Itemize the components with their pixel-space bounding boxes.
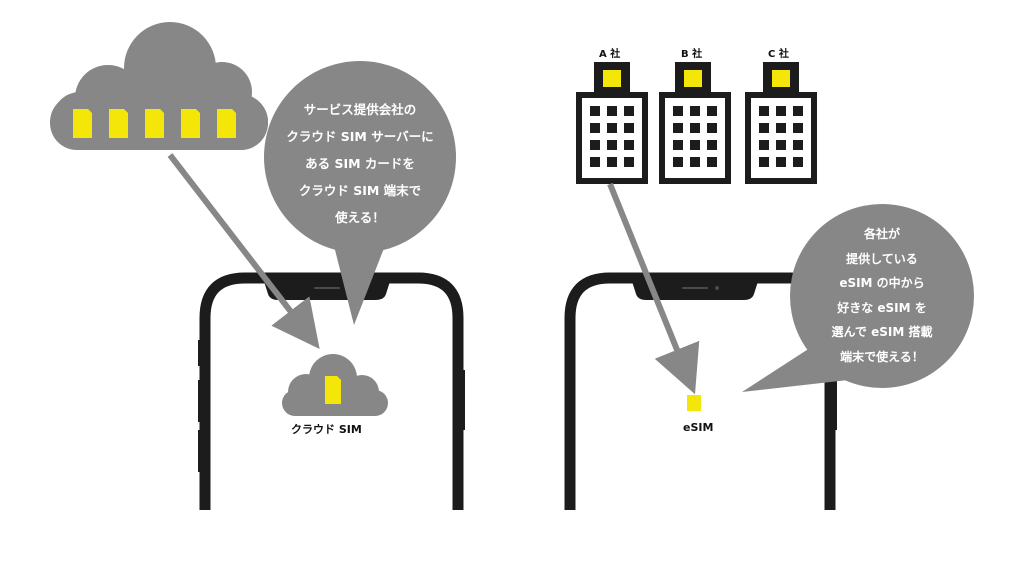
- window: [793, 123, 803, 133]
- window: [607, 123, 617, 133]
- window: [759, 106, 769, 116]
- left-speech-bubble: [264, 61, 456, 325]
- window: [624, 123, 634, 133]
- window: [624, 106, 634, 116]
- window: [673, 106, 683, 116]
- right-speech-bubble: [742, 204, 974, 392]
- window: [590, 157, 600, 167]
- window: [776, 157, 786, 167]
- bubble-line: 端末で使える！: [840, 349, 924, 364]
- sim-card-icon: [109, 109, 128, 138]
- window: [673, 157, 683, 167]
- window: [690, 106, 700, 116]
- company-label-b: B 社: [681, 49, 703, 60]
- bubble-line: クラウド SIM 端末で: [298, 183, 422, 198]
- bubble-line: ある SIM カードを: [305, 156, 415, 171]
- window: [759, 140, 769, 150]
- window: [759, 123, 769, 133]
- window: [793, 106, 803, 116]
- bubble-line: 各社が: [863, 227, 900, 241]
- window: [690, 140, 700, 150]
- bubble-line: 提供している: [846, 251, 918, 266]
- sim-card-icon: [325, 376, 341, 404]
- window: [776, 123, 786, 133]
- sim-card-icon: [145, 109, 164, 138]
- bubble-line: クラウド SIM サーバーに: [286, 129, 434, 144]
- window: [607, 106, 617, 116]
- left-bubble-text: サービス提供会社の クラウド SIM サーバーに ある SIM カードを クラウ…: [275, 96, 445, 231]
- window: [707, 106, 717, 116]
- window: [707, 157, 717, 167]
- right-bubble-text: 各社が 提供している eSIM の中から 好きな eSIM を 選んで eSIM…: [808, 222, 956, 369]
- cloud-sim-cards: [73, 109, 236, 138]
- window: [607, 140, 617, 150]
- window: [707, 140, 717, 150]
- window: [590, 106, 600, 116]
- bubble-line: 好きな eSIM を: [837, 300, 927, 315]
- esim-chip-icon: [687, 395, 701, 411]
- window: [673, 123, 683, 133]
- sim-card-icon: [181, 109, 200, 138]
- window: [776, 106, 786, 116]
- window: [673, 140, 683, 150]
- sim-card-icon: [73, 109, 92, 138]
- window: [590, 140, 600, 150]
- window: [793, 157, 803, 167]
- company-label-c: C 社: [768, 49, 789, 60]
- bubble-line: eSIM の中から: [839, 276, 925, 290]
- window: [776, 140, 786, 150]
- arrow-cloud-to-device: [167, 153, 320, 350]
- arrow-company-to-esim: [607, 182, 700, 395]
- window: [624, 157, 634, 167]
- esim-label: eSIM: [683, 421, 714, 434]
- window: [624, 140, 634, 150]
- building-windows: [590, 106, 803, 167]
- bubble-line: 選んで eSIM 搭載: [831, 325, 933, 339]
- bubble-line: サービス提供会社の: [303, 102, 417, 117]
- bubble-line: 使える！: [335, 210, 385, 225]
- sim-card-icon: [217, 109, 236, 138]
- window: [707, 123, 717, 133]
- window: [690, 123, 700, 133]
- window: [793, 140, 803, 150]
- window: [759, 157, 769, 167]
- company-label-a: A 社: [599, 49, 621, 60]
- window: [607, 157, 617, 167]
- cloud-sim-label: クラウド SIM: [291, 423, 362, 436]
- window: [590, 123, 600, 133]
- window: [690, 157, 700, 167]
